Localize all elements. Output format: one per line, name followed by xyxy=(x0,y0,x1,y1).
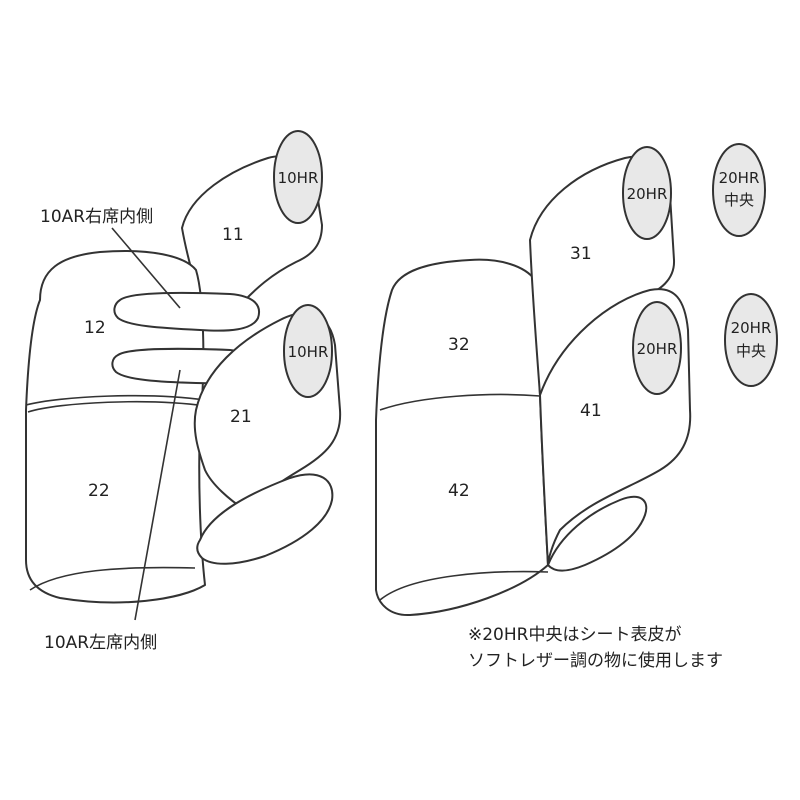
headrest-center-top-label-1: 20HR xyxy=(719,169,760,187)
headrest-10hr-lower-label: 10HR xyxy=(288,343,329,361)
headrest-20hr-center-lower xyxy=(724,293,778,387)
label-part-41: 41 xyxy=(580,401,602,421)
headrest-center-lower-label-2: 中央 xyxy=(736,342,766,360)
headrest-10hr-top xyxy=(273,130,323,224)
part-12-22-divider-2 xyxy=(27,400,206,413)
part-42-cushion-line xyxy=(379,570,549,601)
headrest-center-top-label-2: 中央 xyxy=(724,191,754,209)
callout-right-inner-label: 10AR右席内側 xyxy=(40,207,153,227)
headrest-20hr-lower-label: 20HR xyxy=(637,340,678,358)
part-22-cushion-line xyxy=(29,566,196,591)
headrest-20hr-top xyxy=(622,146,672,240)
part-32-42-shape xyxy=(375,258,549,617)
part-32-42-divider xyxy=(379,393,541,411)
headrest-center-lower-label-1: 20HR xyxy=(731,319,772,337)
label-part-11: 11 xyxy=(222,225,244,245)
armrest-upper-shape xyxy=(113,291,260,332)
label-part-31: 31 xyxy=(570,244,592,264)
headrest-10hr-lower xyxy=(283,304,333,398)
label-part-21: 21 xyxy=(230,407,252,427)
callout-left-inner-label: 10AR左席内側 xyxy=(44,633,157,653)
part-12-22-shape xyxy=(25,249,206,604)
label-part-22: 22 xyxy=(88,481,110,501)
headrest-10hr-top-label: 10HR xyxy=(278,169,319,187)
callout-line-right-inner xyxy=(111,227,181,309)
part-12-22-divider xyxy=(25,394,206,406)
part-41-cushion-shape xyxy=(547,495,648,572)
headrest-20hr-lower xyxy=(632,301,682,395)
callout-line-left-inner xyxy=(134,369,181,621)
note-line-2: ソフトレザー調の物に使用します xyxy=(468,650,723,671)
headrest-20hr-top-label: 20HR xyxy=(627,185,668,203)
label-part-32: 32 xyxy=(448,335,470,355)
headrest-20hr-center-top xyxy=(712,143,766,237)
note-line-1: ※20HR中央はシート表皮が xyxy=(468,625,681,645)
label-part-12: 12 xyxy=(84,318,106,338)
label-part-42: 42 xyxy=(448,481,470,501)
part-21-cushion-shape xyxy=(196,473,334,565)
